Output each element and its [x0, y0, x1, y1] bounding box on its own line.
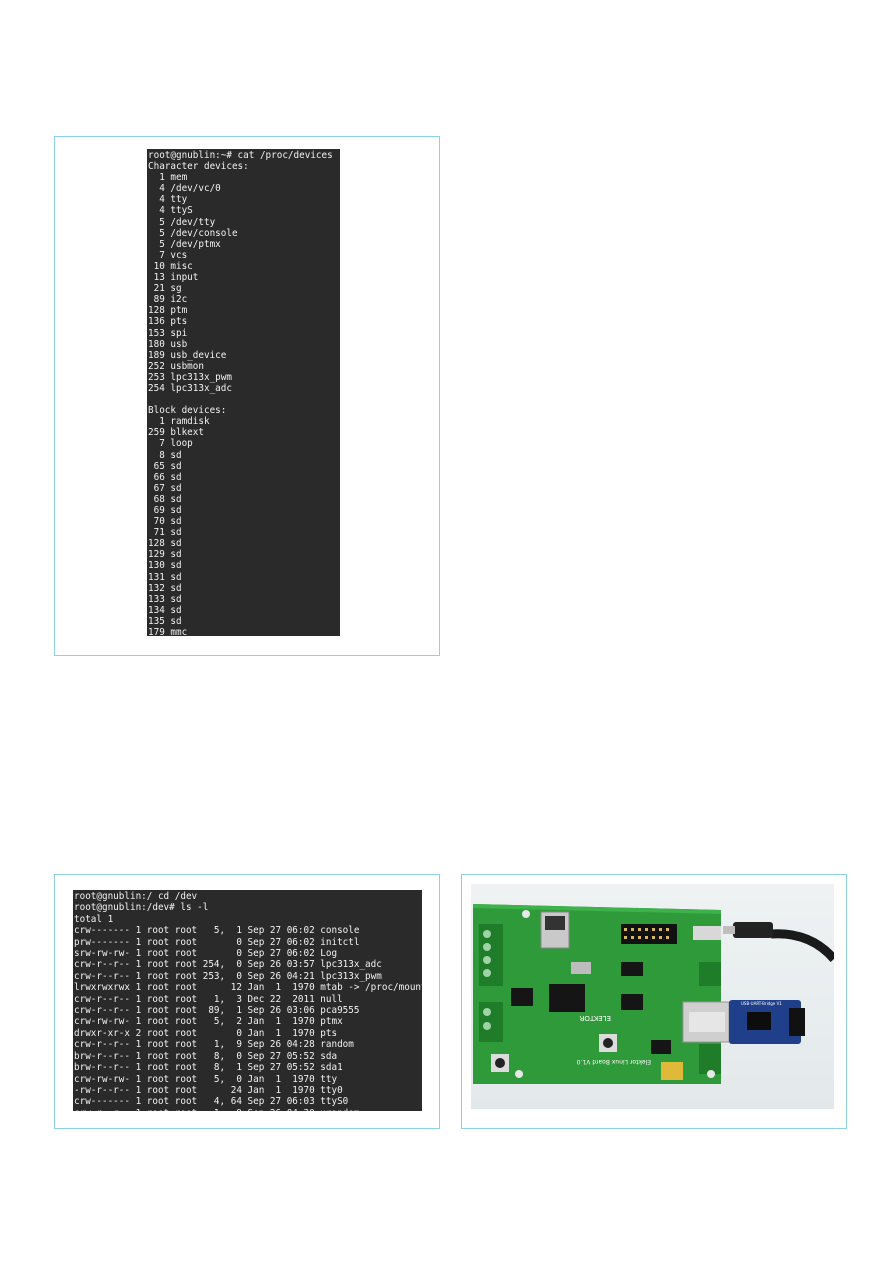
- terminal-line: 1 ramdisk: [148, 416, 210, 428]
- terminal-line: -rw-r--r-- 1 root root 24 Jan 1 1970 tty…: [74, 1084, 343, 1096]
- terminal-line: 131 sd: [148, 571, 182, 583]
- terminal-line: drwxr-xr-x 2 root root 0 Jan 1 1970 pts: [74, 1027, 338, 1039]
- terminal-line: crw-rw-rw- 1 root root 5, 2 Jan 1 1970 p…: [74, 1016, 343, 1028]
- terminal-line: 1 mem: [148, 172, 188, 184]
- terminal-line: root@gnublin:/dev# ls -l: [74, 902, 209, 914]
- terminal-line: 253 lpc313x_pwm: [148, 371, 232, 383]
- terminal-line: 4 tty: [148, 194, 188, 206]
- terminal-line: 69 sd: [148, 505, 182, 516]
- terminal-line: 5 /dev/tty: [148, 216, 216, 228]
- terminal-line: lrwxrwxrwx 1 root root 12 Jan 1 1970 mta…: [74, 982, 422, 994]
- terminal-line: 130 sd: [148, 560, 182, 572]
- terminal-line: 65 sd: [148, 460, 182, 472]
- terminal-line: 70 sd: [148, 516, 182, 528]
- terminal-line: 10 misc: [148, 260, 193, 272]
- terminal-line: 129 sd: [148, 549, 182, 561]
- terminal-line: 67 sd: [148, 482, 182, 494]
- terminal-line: 135 sd: [148, 615, 182, 627]
- pin-header: [621, 924, 677, 944]
- terminal-line: 134 sd: [148, 604, 182, 616]
- terminal-line: [148, 394, 340, 405]
- terminal-line: 259 blkext: [148, 427, 204, 439]
- terminal-line: crw-r--r-- 1 root root 1, 9 Sep 26 04:30…: [74, 1108, 422, 1111]
- terminal-line: crw-r--r-- 1 root root 89, 1 Sep 26 03:0…: [74, 1005, 360, 1017]
- terminal-line: 68 sd: [148, 493, 182, 505]
- terminal-line: 5 /dev/console: [148, 227, 238, 239]
- terminal-line: 8 sd: [148, 449, 182, 461]
- pcb: [473, 904, 721, 1084]
- terminal-line: 21 sg: [148, 283, 182, 295]
- terminal-line: 89 i2c: [148, 294, 188, 306]
- terminal-line: 179 mmc: [148, 627, 188, 636]
- terminal-line: 128 ptm: [148, 305, 188, 317]
- screw-terminal-left-bottom: [479, 1002, 503, 1042]
- terminal-line: 133 sd: [148, 593, 182, 605]
- silkscreen-model: Elektor Linux Board V1.0: [577, 1058, 651, 1065]
- terminal-line: 189 usb_device: [148, 349, 227, 361]
- module-label: USB-UART-Bridge V1: [741, 1001, 782, 1006]
- mini-usb-port: [693, 926, 721, 940]
- terminal-line: crw-r--r-- 1 root root 1, 9 Sep 26 04:28…: [74, 1039, 354, 1051]
- terminal-line: 252 usbmon: [148, 360, 204, 372]
- terminal-line: brw-r--r-- 1 root root 8, 1 Sep 27 05:52…: [74, 1062, 343, 1074]
- terminal-line: 66 sd: [148, 471, 182, 483]
- terminal-line: brw-r--r-- 1 root root 8, 0 Sep 27 05:52…: [74, 1050, 338, 1062]
- terminal-line: 4 ttyS: [148, 205, 193, 217]
- terminal-line: root@gnublin:~# cat /proc/devices: [148, 150, 333, 161]
- terminal-line: 180 usb: [148, 338, 188, 350]
- screw-terminal-left-top: [479, 924, 503, 986]
- silkscreen-brand: ELEKTOR: [579, 1014, 611, 1022]
- terminal-line: crw-rw-rw- 1 root root 5, 0 Jan 1 1970 t…: [74, 1073, 338, 1085]
- terminal-line: 13 input: [148, 272, 199, 284]
- terminal-line: crw-r--r-- 1 root root 254, 0 Sep 26 03:…: [74, 959, 382, 971]
- terminal-line: 7 vcs: [148, 249, 188, 261]
- terminal-line: root@gnublin:/ cd /dev: [74, 891, 198, 902]
- terminal-line: crw------- 1 root root 5, 1 Sep 27 06:02…: [74, 925, 360, 937]
- terminal-line: 153 spi: [148, 327, 188, 339]
- terminal-line: 136 pts: [148, 316, 188, 328]
- terminal-line: 4 /dev/vc/0: [148, 183, 221, 195]
- terminal-line: 132 sd: [148, 582, 182, 594]
- terminal-line: crw-r--r-- 1 root root 253, 0 Sep 26 04:…: [74, 970, 382, 982]
- terminal-line: 71 sd: [148, 527, 182, 539]
- terminal-line: 7 loop: [148, 438, 193, 450]
- terminal-line: crw-r--r-- 1 root root 1, 3 Dec 22 2011 …: [74, 993, 343, 1005]
- terminal-line: prw------- 1 root root 0 Sep 27 06:02 in…: [74, 936, 360, 948]
- board-photo: ELEKTOR Elektor Linux Board V1.0 USB-UAR…: [471, 884, 834, 1109]
- terminal-line: srw-rw-rw- 1 root root 0 Sep 27 06:02 Lo…: [74, 948, 338, 960]
- usb-cable-plug: [733, 922, 773, 938]
- terminal-line: 128 sd: [148, 538, 182, 550]
- terminal-line: 254 lpc313x_adc: [148, 382, 232, 394]
- terminal-line: Block devices:: [148, 405, 227, 417]
- terminal-line: total 1: [74, 913, 114, 925]
- terminal-line: 5 /dev/ptmx: [148, 238, 221, 250]
- terminal-line: Character devices:: [148, 161, 249, 173]
- board-illustration: ELEKTOR Elektor Linux Board V1.0 USB-UAR…: [473, 904, 834, 1084]
- terminal-line: crw------- 1 root root 4, 64 Sep 27 06:0…: [74, 1096, 349, 1108]
- processor-chip: [549, 984, 585, 1012]
